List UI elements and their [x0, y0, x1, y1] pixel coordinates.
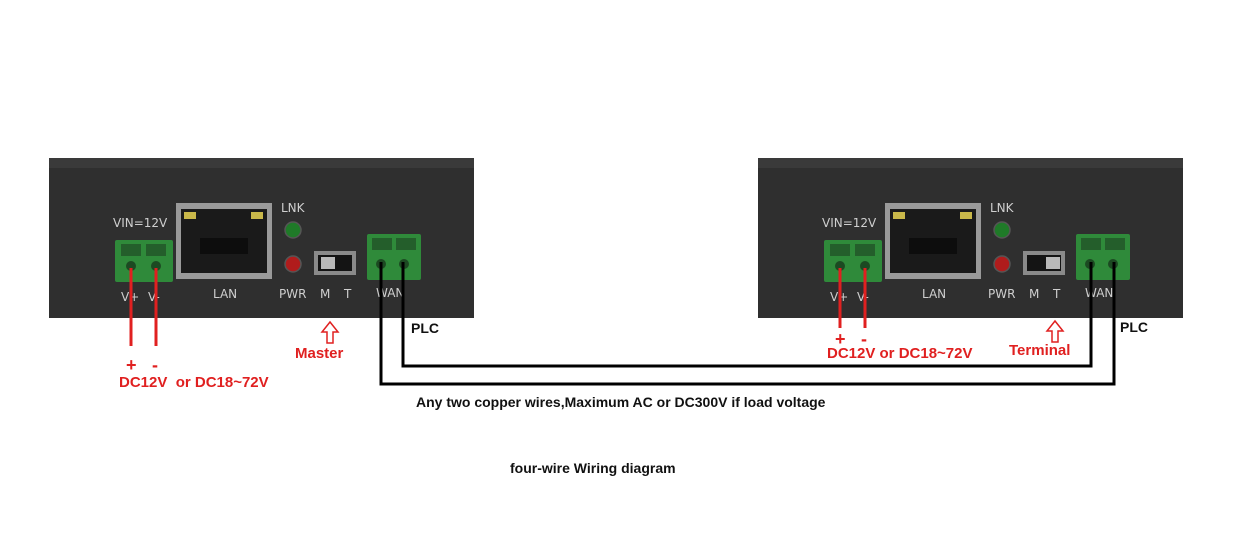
right-plus-sign: +	[835, 329, 846, 349]
right-terminal-arrow-icon	[1045, 319, 1065, 343]
left-device: VIN=12V V+ V- LAN LNK PWR M	[49, 158, 474, 318]
right-t-label: T	[1052, 287, 1061, 301]
right-wan-label: WAN	[1085, 286, 1113, 300]
right-vminus-label: V-	[857, 290, 869, 304]
left-vminus-label: V-	[148, 290, 160, 304]
right-lnk-led	[993, 221, 1011, 239]
left-power-wires	[129, 268, 158, 346]
wire-note: Any two copper wires,Maximum AC or DC300…	[416, 394, 826, 410]
left-minus-sign: -	[152, 355, 158, 375]
left-master-arrow-icon	[320, 320, 340, 344]
right-power-wires	[838, 268, 867, 328]
diagram-caption: four-wire Wiring diagram	[510, 460, 676, 476]
right-wan-terminal	[1076, 234, 1130, 280]
left-lan-label: LAN	[213, 287, 237, 301]
right-power-terminal	[824, 240, 882, 282]
right-pwr-label: PWR	[988, 287, 1015, 301]
left-lnk-label: LNK	[281, 201, 306, 215]
left-wan-label: WAN	[376, 286, 404, 300]
left-vin-label: VIN=12V	[113, 216, 168, 230]
right-m-label: M	[1029, 287, 1039, 301]
right-plc-label: PLC	[1120, 319, 1148, 335]
left-pwr-led	[284, 255, 302, 273]
left-t-label: T	[343, 287, 352, 301]
right-pwr-led	[993, 255, 1011, 273]
left-m-label: M	[320, 287, 330, 301]
plc-wire-outer	[379, 262, 1116, 386]
right-mode-switch	[1023, 251, 1065, 275]
left-wan-terminal	[367, 234, 421, 280]
left-power-note: DC12V or DC18~72V	[119, 374, 269, 391]
left-mode-label: Master	[295, 345, 344, 362]
plc-wire-inner	[401, 262, 1093, 368]
right-lan-label: LAN	[922, 287, 946, 301]
left-power-terminal	[115, 240, 173, 282]
right-minus-sign: -	[861, 329, 867, 349]
right-vin-label: VIN=12V	[822, 216, 877, 230]
left-mode-switch	[314, 251, 356, 275]
left-lnk-led	[284, 221, 302, 239]
left-plus-sign: +	[126, 355, 137, 375]
right-device: VIN=12V V+ V- LAN LNK PWR M T	[758, 158, 1183, 318]
right-lan-port	[885, 203, 981, 279]
right-lnk-label: LNK	[990, 201, 1015, 215]
right-power-note: DC12V or DC18~72V	[827, 345, 973, 362]
left-plc-label: PLC	[411, 320, 439, 336]
left-lan-port	[176, 203, 272, 279]
right-mode-label: Terminal	[1009, 342, 1070, 359]
left-pwr-label: PWR	[279, 287, 306, 301]
